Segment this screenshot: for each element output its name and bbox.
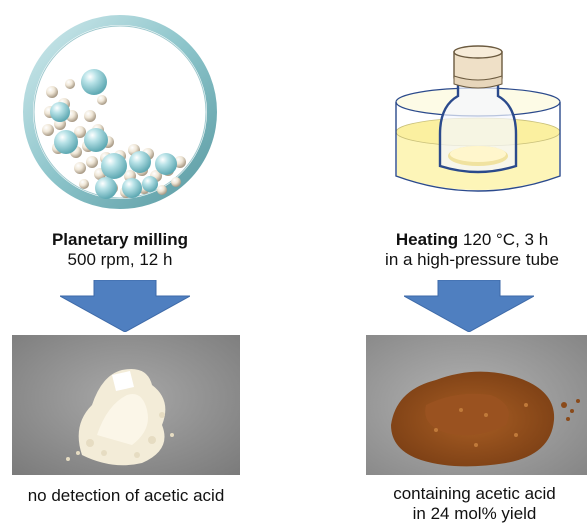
heating-step-vessel: in a high-pressure tube — [385, 250, 559, 269]
heating-step-title: Heating — [395, 230, 459, 249]
heating-tube-illustration — [395, 45, 561, 192]
milling-result-caption: no detection of acetic acid — [0, 486, 252, 506]
milling-down-arrow — [60, 280, 190, 332]
milling-step-caption: Planetary milling 500 rpm, 12 h — [10, 230, 230, 270]
milling-step-title: Planetary milling — [51, 230, 189, 249]
brown-powder-photo — [366, 335, 587, 475]
pressure-tube — [438, 45, 518, 174]
milling-step-detail: 500 rpm, 12 h — [67, 250, 173, 269]
heating-result-line1: containing acetic acid — [393, 484, 556, 503]
milling-result-text: no detection of acetic acid — [27, 486, 225, 505]
heating-result-line2: in 24 mol% yield — [412, 504, 537, 523]
milling-balls — [42, 69, 186, 199]
brown-powder-pile — [391, 371, 580, 467]
heating-step-conditions: 120 °C, 3 h — [458, 230, 549, 249]
white-powder-photo — [12, 335, 240, 475]
milling-jar-illustration — [23, 15, 217, 209]
heating-down-arrow — [404, 280, 534, 332]
heating-step-caption: Heating 120 °C, 3 h in a high-pressure t… — [354, 230, 587, 270]
heating-result-caption: containing acetic acid in 24 mol% yield — [362, 484, 587, 524]
white-powder-pile — [66, 369, 174, 466]
